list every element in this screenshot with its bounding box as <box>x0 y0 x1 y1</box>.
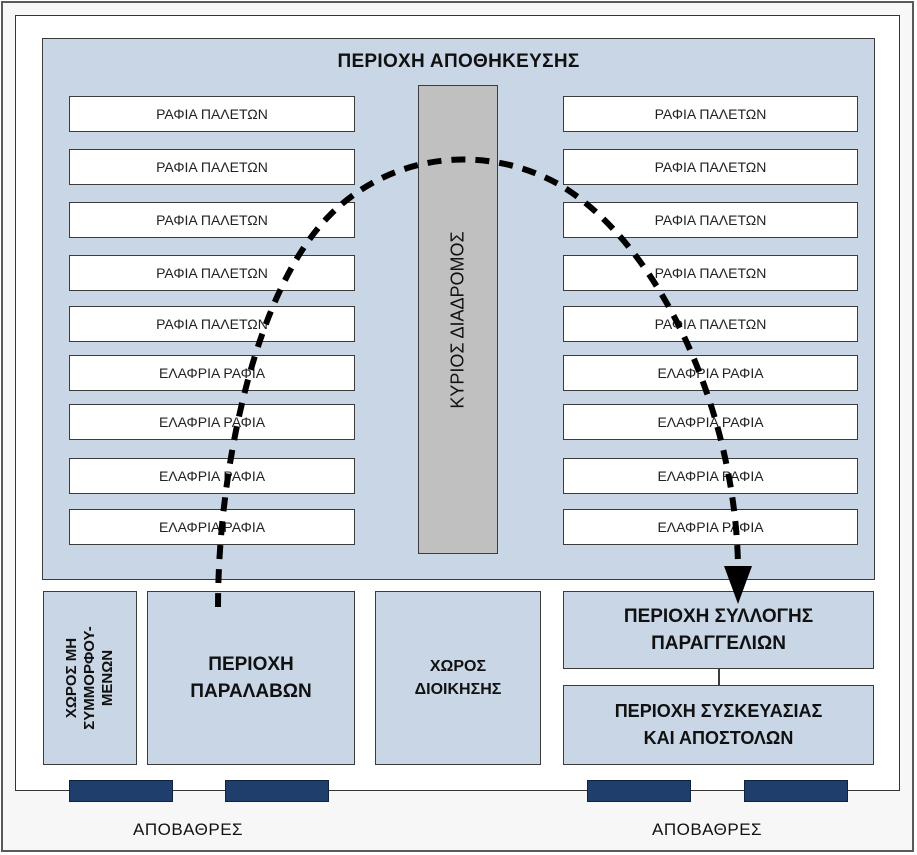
right-rack-9: ΕΛΑΦΡΙΑ ΡΑΦΙΑ <box>563 509 858 545</box>
nonconforming-area-label: ΧΩΡΟΣ ΜΗ ΣΥΜΜΟΡΦΟΥ- ΜΕΝΩΝ <box>63 626 116 730</box>
right-rack-3: ΡΑΦΙΑ ΠΑΛΕΤΩΝ <box>563 202 858 238</box>
dock-door-1 <box>69 780 173 802</box>
storage-area-title: ΠΕΡΙΟΧΗ ΑΠΟΘΗΚΕΥΣΗΣ <box>337 51 580 72</box>
right-rack-7: ΕΛΑΦΡΙΑ ΡΑΦΙΑ <box>563 404 858 440</box>
dock-door-4 <box>744 780 848 802</box>
right-rack-1: ΡΑΦΙΑ ΠΑΛΕΤΩΝ <box>563 96 858 132</box>
left-rack-4: ΡΑΦΙΑ ΠΑΛΕΤΩΝ <box>69 255 355 291</box>
left-rack-1: ΡΑΦΙΑ ΠΑΛΕΤΩΝ <box>69 96 355 132</box>
administration-area-label: ΧΩΡΟΣ ΔΙΟΙΚΗΣΗΣ <box>414 658 502 698</box>
receiving-area-label: ΠΕΡΙΟΧΗ ΠΑΡΑΛΑΒΩΝ <box>190 654 312 702</box>
administration-area: ΧΩΡΟΣ ΔΙΟΙΚΗΣΗΣ <box>375 591 541 765</box>
order-picking-area: ΠΕΡΙΟΧΗ ΣΥΛΛΟΓΗΣ ΠΑΡΑΓΓΕΛΙΩΝ <box>563 591 874 669</box>
right-rack-2: ΡΑΦΙΑ ΠΑΛΕΤΩΝ <box>563 149 858 185</box>
dock-door-3 <box>587 780 691 802</box>
packing-shipping-area-label: ΠΕΡΙΟΧΗ ΣΥΣΚΕΥΑΣΙΑΣ ΚΑΙ ΑΠΟΣΤΟΛΩΝ <box>614 701 823 748</box>
receiving-area: ΠΕΡΙΟΧΗ ΠΑΡΑΛΑΒΩΝ <box>147 591 355 765</box>
left-rack-9: ΕΛΑΦΡΙΑ ΡΑΦΙΑ <box>69 509 355 545</box>
right-rack-6: ΕΛΑΦΡΙΑ ΡΑΦΙΑ <box>563 355 858 391</box>
docks-label-left: ΑΠΟΒΑΘΡΕΣ <box>133 820 244 839</box>
right-rack-4: ΡΑΦΙΑ ΠΑΛΕΤΩΝ <box>563 255 858 291</box>
left-rack-8: ΕΛΑΦΡΙΑ ΡΑΦΙΑ <box>69 458 355 494</box>
left-rack-7: ΕΛΑΦΡΙΑ ΡΑΦΙΑ <box>69 404 355 440</box>
right-rack-5: ΡΑΦΙΑ ΠΑΛΕΤΩΝ <box>563 306 858 342</box>
left-rack-5: ΡΑΦΙΑ ΠΑΛΕΤΩΝ <box>69 306 355 342</box>
left-rack-2: ΡΑΦΙΑ ΠΑΛΕΤΩΝ <box>69 149 355 185</box>
packing-shipping-area: ΠΕΡΙΟΧΗ ΣΥΣΚΕΥΑΣΙΑΣ ΚΑΙ ΑΠΟΣΤΟΛΩΝ <box>563 685 874 765</box>
dock-door-2 <box>225 780 329 802</box>
order-picking-area-label: ΠΕΡΙΟΧΗ ΣΥΛΛΟΓΗΣ ΠΑΡΑΓΓΕΛΙΩΝ <box>623 606 814 654</box>
nonconforming-area: ΧΩΡΟΣ ΜΗ ΣΥΜΜΟΡΦΟΥ- ΜΕΝΩΝ <box>43 591 137 765</box>
docks-label-right: ΑΠΟΒΑΘΡΕΣ <box>652 820 763 839</box>
main-corridor: ΚΥΡΙΟΣ ΔΙΑΔΡΟΜΟΣ <box>418 85 498 554</box>
area-connector-line <box>718 669 720 685</box>
left-rack-3: ΡΑΦΙΑ ΠΑΛΕΤΩΝ <box>69 202 355 238</box>
left-rack-6: ΕΛΑΦΡΙΑ ΡΑΦΙΑ <box>69 355 355 391</box>
main-corridor-label: ΚΥΡΙΟΣ ΔΙΑΔΡΟΜΟΣ <box>447 230 468 409</box>
right-rack-8: ΕΛΑΦΡΙΑ ΡΑΦΙΑ <box>563 458 858 494</box>
